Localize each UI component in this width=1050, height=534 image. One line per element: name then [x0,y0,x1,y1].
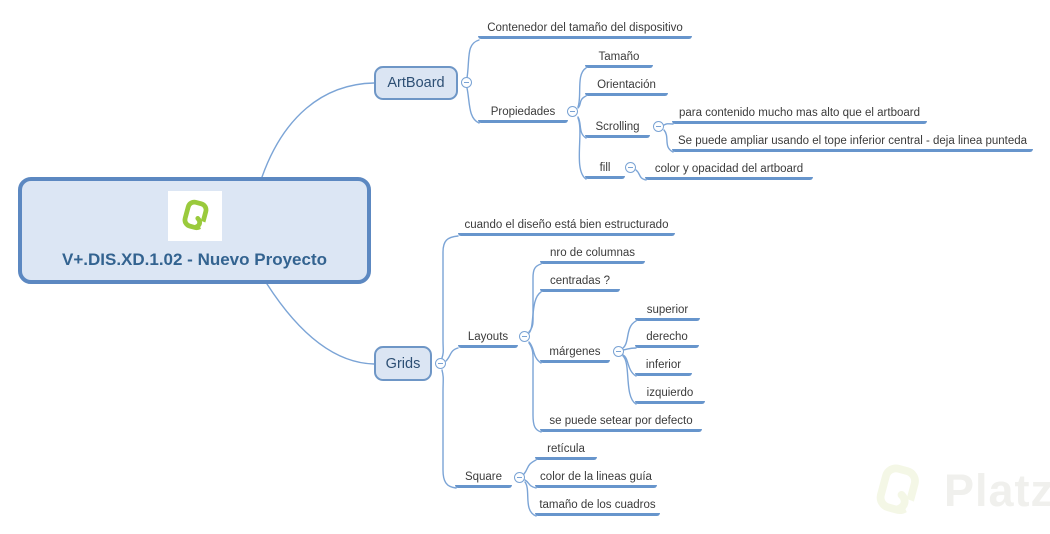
topic-label: Square [464,471,503,483]
topic-superior[interactable]: superior [635,298,700,321]
topic-setear-defecto[interactable]: se puede setear por defecto [540,409,702,432]
topic-fill[interactable]: fill [585,156,625,179]
connector [577,95,587,109]
topic-label: color y opacidad del artboard [654,163,804,175]
topic-orientacion[interactable]: Orientación [585,73,668,96]
platzi-logo-icon [182,199,213,235]
topic-label: se puede setear por defecto [549,415,693,427]
topic-izquierdo[interactable]: izquierdo [635,381,705,404]
topic-scrolling[interactable]: Scrolling [585,115,650,138]
topic-propiedades[interactable]: Propiedades [478,100,568,123]
connector [445,347,459,362]
topic-artboard[interactable]: ArtBoard [374,66,458,100]
topic-label: Propiedades [490,106,556,118]
topic-derecho[interactable]: derecho [635,325,699,348]
topic-label: fill [599,162,611,174]
topic-square[interactable]: Square [455,465,512,488]
collapse-icon-fill[interactable] [625,162,636,173]
logo-box [167,191,222,241]
platzi-watermark: Platzi [866,458,1050,524]
topic-label: Se puede ampliar usando el tope inferior… [677,135,1028,147]
topic-label: derecho [646,331,688,343]
topic-grids-label: Grids [385,355,421,372]
topic-reticula[interactable]: retícula [535,437,597,460]
topic-label: superior [646,304,689,316]
topic-label: tamaño de los cuadros [539,499,656,511]
connector [441,369,457,489]
topic-nro-columnas[interactable]: nro de columnas [540,241,645,264]
topic-tamano[interactable]: Tamaño [585,45,653,68]
topic-contenedor[interactable]: Contenedor del tamaño del dispositivo [478,16,692,39]
topic-inferior[interactable]: inferior [635,353,692,376]
topic-label: Layouts [467,331,509,343]
connector [663,123,674,126]
topic-layouts[interactable]: Layouts [458,325,518,348]
topic-label: cuando el diseño está bien estructurado [464,219,669,231]
collapse-icon-artboard[interactable] [461,77,472,88]
topic-fill-desc[interactable]: color y opacidad del artboard [645,157,813,180]
collapse-icon-layouts[interactable] [519,331,530,342]
collapse-icon-square[interactable] [514,472,525,483]
topic-label: márgenes [549,346,601,358]
topic-tamano-cuadros[interactable]: tamaño de los cuadros [535,493,660,516]
topic-margenes[interactable]: márgenes [540,340,610,363]
topic-artboard-label: ArtBoard [387,75,445,91]
topic-cuando[interactable]: cuando el diseño está bien estructurado [458,213,675,236]
topic-label: centradas ? [549,275,611,287]
connector [261,82,375,178]
topic-label: para contenido mucho mas alto que el art… [678,107,920,119]
connector [466,39,480,79]
topic-label: inferior [645,359,682,371]
topic-scroll-desc1[interactable]: para contenido mucho mas alto que el art… [672,101,927,124]
connector [441,235,459,359]
connector [266,283,375,365]
topic-centradas[interactable]: centradas ? [540,269,620,292]
topic-label: color de la lineas guía [540,471,652,483]
topic-label: Scrolling [595,121,640,133]
topic-scroll-desc2[interactable]: Se puede ampliar usando el tope inferior… [672,129,1033,152]
topic-label: izquierdo [646,387,694,399]
collapse-icon-scrolling[interactable] [653,121,664,132]
topic-label: Tamaño [598,51,640,63]
collapse-icon-margenes[interactable] [613,346,624,357]
root-topic[interactable]: V+.DIS.XD.1.02 - Nuevo Proyecto [18,177,371,284]
topic-label: retícula [547,443,585,455]
topic-label: Contenedor del tamaño del dispositivo [487,22,683,34]
connector [528,291,542,334]
topic-grids[interactable]: Grids [374,346,432,381]
topic-label: Orientación [597,79,656,91]
root-topic-title: V+.DIS.XD.1.02 - Nuevo Proyecto [61,250,327,269]
connector [622,347,637,351]
collapse-icon-propiedades[interactable] [567,106,578,117]
platzi-logo-icon [876,464,927,522]
topic-label: nro de columnas [549,247,636,259]
topic-color-guia[interactable]: color de la lineas guía [535,465,657,488]
watermark-brand-text: Platzi [944,465,1050,516]
collapse-icon-grids[interactable] [435,358,446,369]
